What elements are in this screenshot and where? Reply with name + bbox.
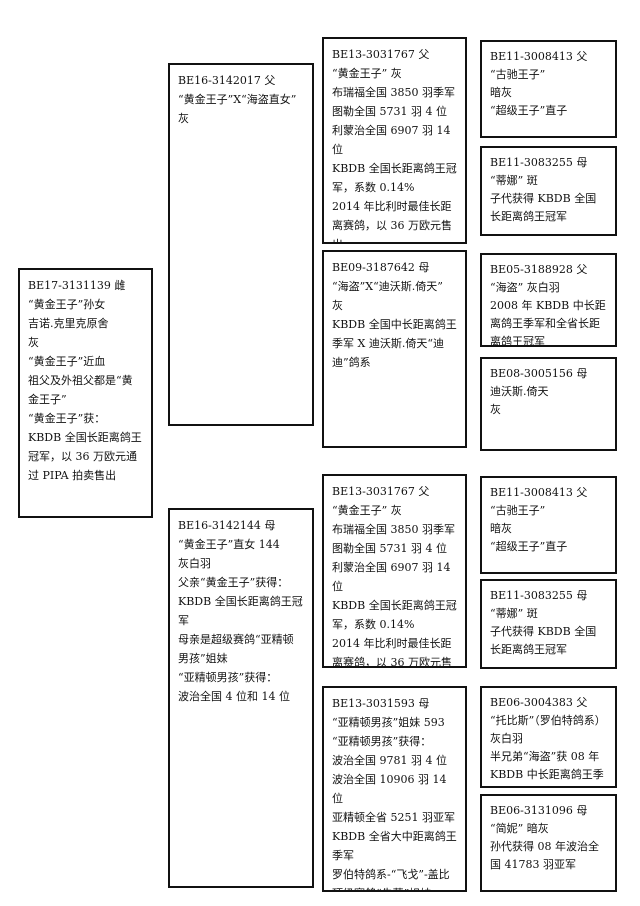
card-line: 2014 年比利时最佳长距离赛鸽，以 36 万欧元售出 [332,200,452,242]
card-line: 利蒙治全国 6907 羽 14 位 [332,561,451,593]
card-line: “亚精顿男孩”获得： [178,671,278,684]
card-line: 灰 [332,299,343,312]
sire-sire-card: BE13-3031767 父 “黄金王子” 灰 布瑞福全国 3850 羽季军 图… [322,37,467,244]
ring-number: BE09-3187642 母 [332,261,430,274]
dam-sire-card: BE13-3031767 父 “黄金王子” 灰 布瑞福全国 3850 羽季军 图… [322,474,467,668]
card-line: “黄金王子”X“海盗直女” [178,93,297,106]
dam-dam-sire-card: BE06-3004383 父 “托比斯”（罗伯特鸽系） 灰白羽 半兄弟“海盗”获… [480,686,617,788]
card-line: 2008 年 KBDB 中长距离鸽王季军和全省长距离鸽王冠军 [490,299,606,347]
card-line: 子代获得 KBDB 全国长距离鸽王冠军 [490,625,597,656]
card-line: 父亲“黄金王子”获得： [178,576,289,589]
card-line: 利蒙治全国 6907 羽 14 位 [332,124,451,156]
card-line: 波治全国 10906 羽 14 位 [332,773,447,805]
sire-dam-sire-card: BE05-3188928 父 “海盗” 灰白羽 2008 年 KBDB 中长距离… [480,253,617,347]
card-line: 吉诺.克里克原舍 [28,317,109,330]
card-line: 半兄弟“海盗”获 08 年 KBDB 中长距离鸽王季军 [490,750,604,781]
card-line: 顶级赛鸽“朱莉”姐妹 [332,884,457,890]
card-line: 迪沃斯.倚天 [490,385,549,398]
card-line: 灰 [490,403,501,416]
card-line: “海盗” 灰白羽 [490,281,560,294]
card-line: 布瑞福全国 3850 羽季军 [332,86,455,99]
card-line: KBDB 全国中长距离鸽王季军 X 迪沃斯.倚天“迪迪”鸽系 [332,318,457,369]
sire-dam-card: BE09-3187642 母 “海盗”X“迪沃斯.倚天” 灰 KBDB 全国中长… [322,250,467,448]
card-line: “蒂娜” 斑 [490,174,538,187]
card-line: “超级王子”直子 [490,104,568,117]
sire-card: BE16-3142017 父 “黄金王子”X“海盗直女” 灰 [168,63,314,426]
dam-sire-sire-card: BE11-3008413 父 “古驰王子” 暗灰 “超级王子”直子 [480,476,617,574]
card-line: 灰 [178,112,189,125]
sire-sire-sire-card: BE11-3008413 父 “古驰王子” 暗灰 “超级王子”直子 [480,40,617,138]
ring-number: BE11-3008413 父 [490,50,588,63]
card-line: “黄金王子”获： [28,412,106,425]
card-line: KBDB 全国长距离鸽王冠军，系数 0.14% [332,162,457,194]
card-line: 暗灰 [490,522,512,535]
card-line: “黄金王子”直女 144 [178,538,280,551]
card-line: 暗灰 [490,86,512,99]
card-line: “亚精顿男孩”姐妹 593 [332,716,445,729]
card-line: 图勒全国 5731 羽 4 位 [332,542,447,555]
card-line: 罗伯特鸽系-“飞戈”-盖比 [332,868,450,881]
card-line: “黄金王子”近血 [28,355,106,368]
card-line: 灰白羽 [178,557,211,570]
card-line: 亚精顿全省 5251 羽亚军 [332,811,455,824]
card-line: 子代获得 KBDB 全国长距离鸽王冠军 [490,192,597,223]
ring-number: BE06-3004383 父 [490,696,588,709]
card-line: KBDB 全国长距离鸽王冠军，以 36 万欧元通过 PIPA 拍卖售出 [28,431,142,482]
card-line: 祖父及外祖父都是“黄金王子” [28,374,133,406]
ring-number: BE13-3031767 父 [332,48,430,61]
dam-dam-dam-card: BE06-3131096 母 “简妮” 暗灰 孙代获得 08 年波治全国 417… [480,794,617,892]
card-line: 图勒全国 5731 羽 4 位 [332,105,447,118]
card-line: “超级王子”直子 [490,540,568,553]
card-line: “海盗”X“迪沃斯.倚天” [332,280,443,293]
card-line: 母亲是超级赛鸽“亚精顿男孩”姐妹 [178,633,294,665]
ring-number: BE11-3008413 父 [490,486,588,499]
subject-pigeon-card: BE17-3131139 雌 “黄金王子”孙女 吉诺.克里克原舍 灰 “黄金王子… [18,268,153,518]
card-line: KBDB 全国长距离鸽王冠军，系数 0.14% [332,599,457,631]
card-line: 布瑞福全国 3850 羽季军 [332,523,455,536]
card-line: 灰 [28,336,39,349]
dam-sire-dam-card: BE11-3083255 母 “蒂娜” 斑 子代获得 KBDB 全国长距离鸽王冠… [480,579,617,669]
card-line: “亚精顿男孩”获得： [332,735,432,748]
card-line: “古驰王子” [490,504,546,517]
card-line: 2014 年比利时最佳长距离赛鸽，以 36 万欧元售出 [332,637,452,668]
card-line: “托比斯”（罗伯特鸽系） 灰白羽 [490,714,606,745]
card-line: 波治全国 9781 羽 4 位 [332,754,447,767]
sire-sire-dam-card: BE11-3083255 母 “蒂娜” 斑 子代获得 KBDB 全国长距离鸽王冠… [480,146,617,236]
card-line: “黄金王子”孙女 [28,298,106,311]
ring-number: BE17-3131139 雌 [28,279,126,292]
card-line: KBDB 全省大中距离鸽王季军 [332,830,457,862]
card-line: “简妮” 暗灰 [490,822,549,835]
card-line: “蒂娜” 斑 [490,607,538,620]
card-line: KBDB 全国长距离鸽王冠军 [178,595,303,627]
ring-number: BE11-3083255 母 [490,156,588,169]
sire-dam-dam-card: BE08-3005156 母 迪沃斯.倚天 灰 [480,357,617,451]
ring-number: BE08-3005156 母 [490,367,588,380]
ring-number: BE13-3031767 父 [332,485,430,498]
ring-number: BE13-3031593 母 [332,697,430,710]
card-line: 孙代获得 08 年波治全国 41783 羽亚军 [490,840,599,871]
card-line: “古驰王子” [490,68,546,81]
ring-number: BE05-3188928 父 [490,263,588,276]
ring-number: BE16-3142017 父 [178,74,276,87]
card-line: 波治全国 4 位和 14 位 [178,690,290,703]
ring-number: BE11-3083255 母 [490,589,588,602]
dam-dam-card: BE13-3031593 母 “亚精顿男孩”姐妹 593 “亚精顿男孩”获得： … [322,686,467,892]
ring-number: BE06-3131096 母 [490,804,588,817]
dam-card: BE16-3142144 母 “黄金王子”直女 144 灰白羽 父亲“黄金王子”… [168,508,314,888]
card-line: “黄金王子” 灰 [332,67,402,80]
card-line: “黄金王子” 灰 [332,504,402,517]
ring-number: BE16-3142144 母 [178,519,276,532]
